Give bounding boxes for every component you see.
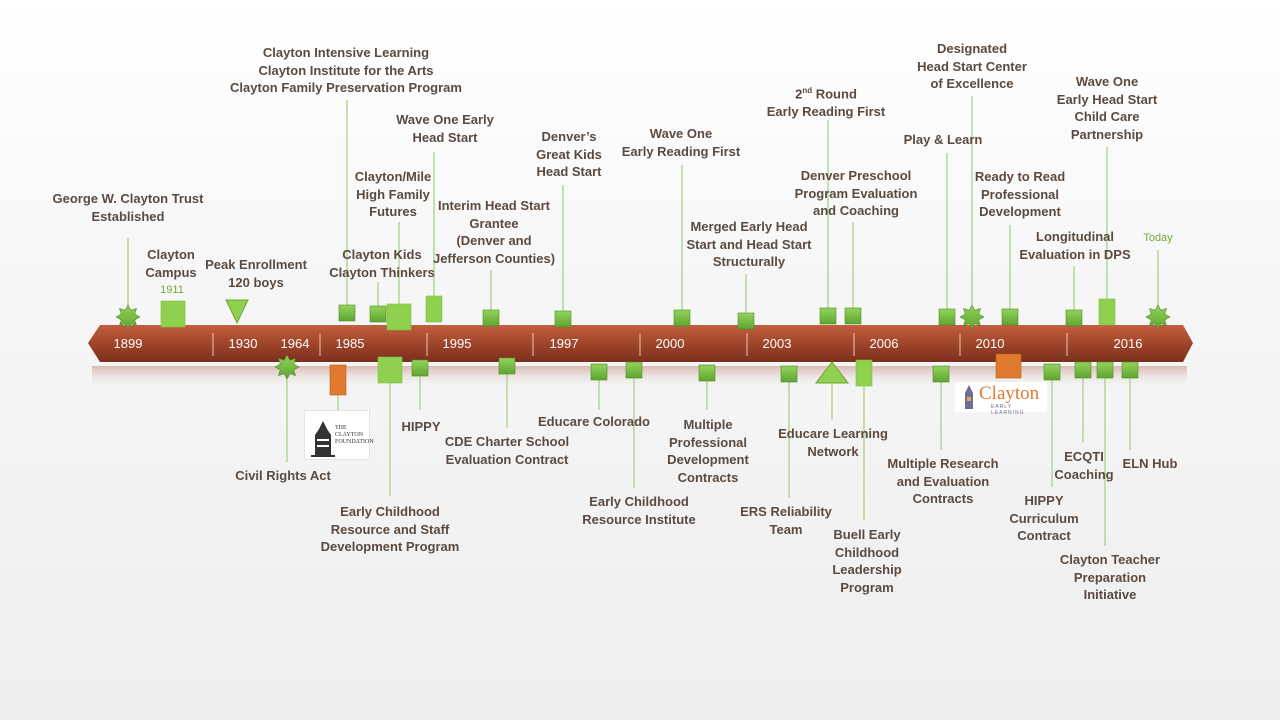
buell-marker	[855, 359, 873, 387]
campus-year-label: 1911	[160, 284, 184, 296]
hippy-label: HIPPY	[401, 419, 441, 434]
merged-label: Merged Early Head Start and Head Start S…	[686, 219, 812, 269]
civil-marker	[274, 354, 300, 380]
clayton-sub-text: EARLY LEARNING	[991, 404, 1025, 416]
wave-ccp-label: Wave One Early Head Start Child Care Par…	[1056, 74, 1158, 142]
campus-label: Clayton Campus	[145, 247, 197, 280]
ecri-label: Early Childhood Resource Institute	[582, 494, 696, 527]
ready-label: Ready to Read Professional Development	[974, 169, 1066, 219]
axis-year-1899: 1899	[113, 336, 143, 351]
hippy-cc-label: HIPPY Curriculum Contract	[1009, 493, 1079, 543]
axis-year-1995: 1995	[442, 336, 472, 351]
clayton-early-learning-logo: Clayton EARLY LEARNING	[955, 382, 1047, 416]
ecrsd-marker	[377, 356, 403, 384]
campus-marker	[160, 300, 186, 328]
clayton-tower-icon	[965, 385, 973, 409]
second-round-marker	[819, 307, 837, 325]
peak-label: Peak Enrollment 120 boys	[205, 257, 307, 290]
mile-label: Clayton/Mile High Family Futures	[354, 169, 432, 219]
second-round-label-text: Round Early Reading First	[766, 86, 886, 119]
ctpi-label: Clayton Teacher Preparation Initiative	[1059, 552, 1161, 602]
longitudinal-marker	[1065, 309, 1083, 327]
gkhs-label: Denver’s Great Kids Head Start	[536, 129, 602, 179]
preschool-marker	[844, 307, 862, 325]
excellence-label: Designated Head Start Center of Excellen…	[917, 41, 1027, 91]
educare-co-label: Educare Colorado	[538, 414, 650, 429]
ecrsd-label: Early Childhood Resource and Staff Devel…	[320, 504, 460, 554]
eln-net-marker	[814, 361, 850, 384]
today-marker	[1145, 304, 1171, 330]
foundation-marker	[329, 364, 347, 396]
eln-net-label: Educare Learning Network	[778, 426, 888, 459]
connector-lines	[127, 96, 1159, 546]
preschool-label: Denver Preschool Program Evaluation and …	[794, 168, 918, 218]
event-markers	[115, 295, 1171, 396]
intensive-marker	[338, 304, 356, 322]
hippy-marker	[411, 359, 429, 377]
clayton-foundation-logo: THE CLAYTON FOUNDATION	[304, 410, 374, 460]
educare-co-marker	[590, 363, 608, 381]
waveone-erf-label: Wave One Early Reading First	[621, 126, 741, 159]
axis-year-1930: 1930	[228, 336, 258, 351]
civil-label: Civil Rights Act	[235, 468, 331, 483]
ecqti-marker	[1074, 361, 1092, 379]
eln-hub-label: ELN Hub	[1122, 456, 1178, 471]
merged-marker	[737, 312, 755, 330]
ctpi-marker	[1096, 361, 1114, 379]
second-round-label-sup: nd	[802, 86, 813, 95]
today-label: Today	[1143, 232, 1173, 244]
clayton-brand-text: Clayton	[979, 383, 1040, 404]
axis-ticks	[212, 333, 1068, 356]
mrec-marker	[932, 365, 950, 383]
mpdc-marker	[698, 364, 716, 382]
peak-marker	[225, 299, 249, 325]
ready-marker	[1001, 308, 1019, 326]
foundation-logo-text: THE CLAYTON FOUNDATION	[335, 425, 374, 445]
axis-year-2000: 2000	[655, 336, 685, 351]
second-round-label: 2nd Round Early Reading First	[767, 82, 885, 120]
buell-label: Buell Early Childhood Leadership Program	[832, 527, 902, 595]
foundation-building-icon	[311, 421, 335, 457]
play-label: Play & Learn	[903, 132, 983, 147]
interim-marker	[482, 309, 500, 327]
axis-year-2010: 2010	[975, 336, 1005, 351]
longitudinal-label: Longitudinal Evaluation in DPS	[1019, 229, 1131, 262]
waveone-erf-marker	[673, 309, 691, 327]
axis-year-2006: 2006	[869, 336, 899, 351]
second-round-label-prefix: 2	[795, 86, 803, 102]
cde-label: CDE Charter School Evaluation Contract	[444, 434, 570, 467]
play-marker	[938, 308, 956, 326]
hippy-cc-marker	[1043, 363, 1061, 381]
intensive-label: Clayton Intensive Learning Clayton Insti…	[230, 45, 462, 95]
waveone-ehs-marker	[425, 295, 443, 323]
axis-year-1964: 1964	[280, 336, 310, 351]
mrec-label: Multiple Research and Evaluation Contrac…	[887, 456, 999, 506]
rename-marker	[995, 353, 1022, 379]
ecri-marker	[625, 361, 643, 379]
excellence-marker	[959, 304, 985, 330]
axis-year-2016: 2016	[1113, 336, 1143, 351]
trust-label: George W. Clayton Trust Established	[52, 191, 204, 224]
axis-year-1985: 1985	[335, 336, 365, 351]
axis-year-1997: 1997	[549, 336, 579, 351]
trust-marker	[115, 304, 141, 330]
mile-marker	[386, 303, 412, 331]
interim-label: Interim Head Start Grantee (Denver and J…	[432, 198, 556, 266]
gkhs-marker	[554, 310, 572, 328]
ers-label: ERS Reliability Team	[740, 504, 832, 537]
waveone-ehs-label: Wave One Early Head Start	[396, 112, 494, 145]
mpdc-label: Multiple Professional Development Contra…	[667, 417, 749, 485]
ers-marker	[780, 365, 798, 383]
eln-hub-marker	[1121, 361, 1139, 379]
axis-year-2003: 2003	[762, 336, 792, 351]
kids-marker	[369, 305, 387, 323]
wave-ccp-marker	[1098, 298, 1116, 326]
kids-label: Clayton Kids Clayton Thinkers	[329, 247, 435, 280]
cde-marker	[498, 357, 516, 375]
ecqti-label: ECQTI Coaching	[1054, 449, 1114, 482]
